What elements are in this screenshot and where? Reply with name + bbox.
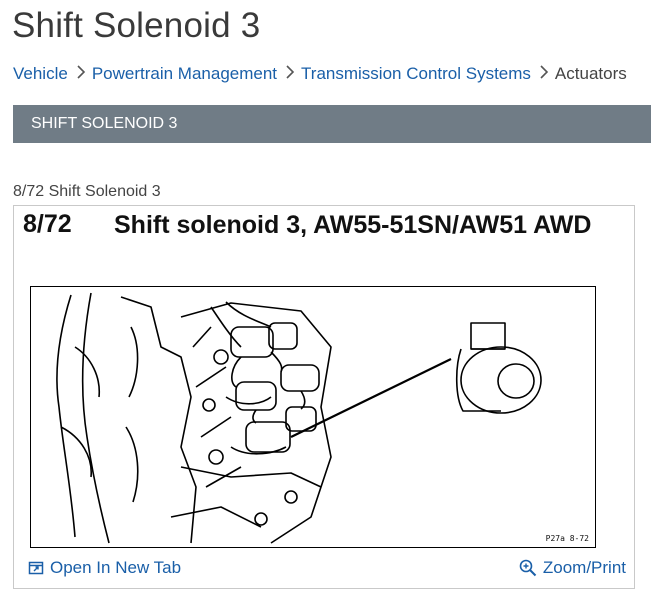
- figure-number: 8/72: [23, 210, 72, 238]
- drawing-reference-code: P27a 8-72: [545, 534, 589, 543]
- magnifier-plus-icon: [519, 559, 537, 577]
- figure-title: Shift solenoid 3, AW55-51SN/AW51 AWD: [114, 211, 592, 239]
- zoom-print-label: Zoom/Print: [542, 558, 626, 577]
- external-window-icon: [28, 560, 44, 576]
- section-header: SHIFT SOLENOID 3: [13, 105, 651, 143]
- open-in-new-tab-link[interactable]: Open In New Tab: [28, 558, 181, 578]
- breadcrumb: Vehicle Powertrain Management Transmissi…: [13, 64, 627, 84]
- figure-container: 8/72 Shift solenoid 3, AW55-51SN/AW51 AW…: [13, 205, 635, 589]
- zoom-print-link[interactable]: Zoom/Print: [519, 558, 626, 578]
- chevron-right-icon: [76, 64, 86, 84]
- figure-caption: 8/72 Shift Solenoid 3: [13, 183, 161, 200]
- component-illustration[interactable]: P27a 8-72: [30, 286, 596, 548]
- open-in-new-tab-label: Open In New Tab: [50, 558, 182, 577]
- page-title: Shift Solenoid 3: [12, 6, 261, 45]
- breadcrumb-transmission-control-systems[interactable]: Transmission Control Systems: [301, 64, 531, 83]
- solenoid-drawing: [56, 292, 542, 544]
- chevron-right-icon: [285, 64, 295, 84]
- breadcrumb-current: Actuators: [554, 64, 627, 83]
- breadcrumb-powertrain-management[interactable]: Powertrain Management: [91, 64, 278, 83]
- breadcrumb-vehicle[interactable]: Vehicle: [13, 64, 68, 83]
- chevron-right-icon: [539, 64, 549, 84]
